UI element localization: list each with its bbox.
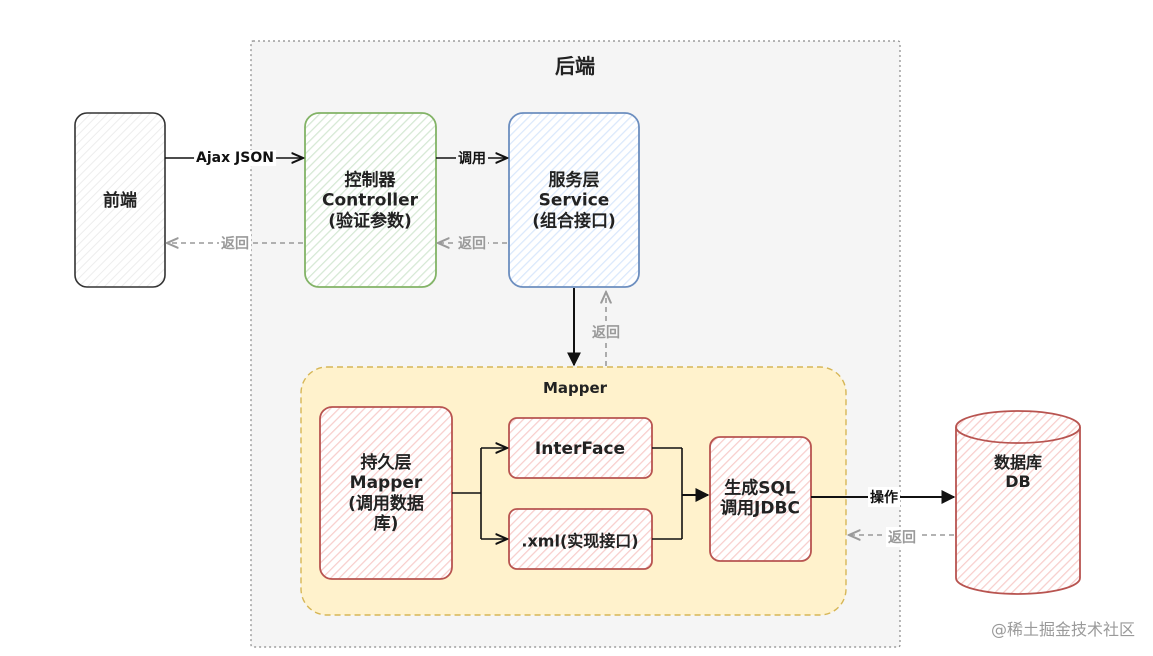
frontend-label: 前端 — [103, 190, 137, 211]
service-label: 服务层 Service (组合接口) — [532, 170, 616, 232]
sql-box — [709, 436, 812, 562]
persistence-label: 持久层 Mapper (调用数据 库) — [348, 453, 424, 535]
arrow-merge-to-sql — [652, 447, 710, 540]
controller-label: 控制器 Controller (验证参数) — [321, 170, 419, 232]
arrow-persistence-split — [452, 448, 507, 539]
database-label: 数据库 DB — [993, 452, 1043, 491]
watermark: @稀土掘金技术社区 — [990, 620, 1135, 639]
mapper-group-title: Mapper — [542, 379, 608, 397]
edge-label-return-service: 返回 — [590, 322, 622, 342]
service-box — [508, 112, 640, 288]
xml-label: .xml(实现接口) — [521, 531, 639, 551]
edge-label-ajax-json: Ajax JSON — [194, 150, 276, 166]
interface-label: InterFace — [534, 438, 626, 459]
backend-title: 后端 — [555, 54, 595, 78]
edge-label-return-sql: 返回 — [886, 527, 918, 547]
sql-label: 生成SQL 调用JDBC — [720, 478, 800, 519]
edge-label-return-controller: 返回 — [456, 233, 488, 253]
frontend-box — [74, 112, 166, 288]
controller-box — [304, 112, 437, 288]
edge-label-call: 调用 — [456, 148, 488, 168]
database-cylinder — [955, 410, 1081, 595]
edge-label-operate: 操作 — [868, 487, 900, 507]
edge-label-return-frontend: 返回 — [219, 233, 251, 253]
